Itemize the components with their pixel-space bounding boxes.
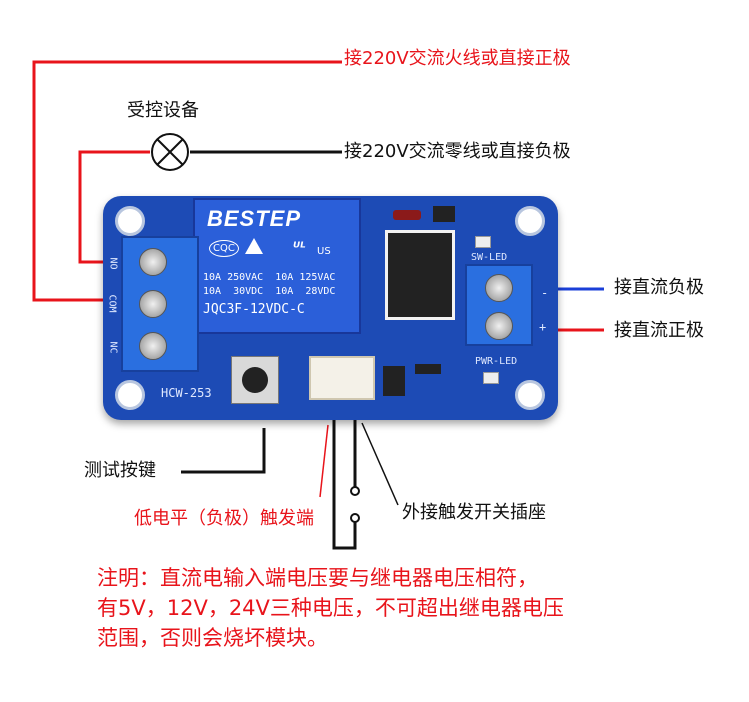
relay-brand: BESTEP [207,206,302,231]
terminal-screw-no[interactable] [139,248,167,276]
transistor [433,206,455,222]
switch-contact-top [350,486,360,496]
model-label: HCW-253 [161,386,212,400]
external-switch-socket-label: 外接触发开关插座 [402,502,546,523]
test-push-button[interactable] [231,356,279,404]
neutral-line-label: 接220V交流零线或直接负极 [344,141,571,162]
ul-mark-icon: ᵁᴸ [293,240,306,256]
terminal-label-com: COM [106,294,118,313]
relay-rating-2: 10A 30VDC 10A 28VDC [203,286,336,297]
relay-terminal-block [121,236,199,372]
trigger-pointer [319,424,329,498]
relay-model: JQC3F-12VDC-C [203,302,305,317]
relay-rating-1: 10A 250VAC 10A 125VAC [203,272,336,283]
test-button-label: 测试按键 [84,460,156,481]
dc-plus-label: + [539,320,547,334]
terminal-label-no: NO [107,257,119,270]
low-level-trigger-label: 低电平（负极）触发端 [134,508,314,529]
warning-icon [245,238,263,254]
mounting-hole [115,206,145,236]
pwr-led-label: PWR-LED [475,356,518,367]
lamp-symbol [151,133,189,171]
usage-note-line-3: 范围，否则会烧坏模块。 [97,626,328,650]
terminal-screw-nc[interactable] [139,332,167,360]
trigger-connector[interactable] [309,356,375,400]
terminal-screw-com[interactable] [139,290,167,318]
sw-led-label: SW-LED [471,252,508,263]
terminal-label-nc: NC [107,341,119,354]
mounting-hole [515,380,545,410]
diode [393,210,421,220]
usage-note-line-1: 注明：直流电输入端电压要与继电器电压相符， [97,566,538,590]
sw-led [475,236,491,248]
ic-chip [385,230,455,320]
relay: BESTEP CQC ᵁᴸ US 10A 250VAC 10A 125VAC 1… [193,198,361,334]
trigger-wire-left [332,420,357,550]
mounting-hole [115,380,145,410]
live-line-label: 接220V交流火线或直接正极 [344,48,571,69]
switch-contact-bottom [350,513,360,523]
pwr-led [483,372,499,384]
dc-screw-negative[interactable] [485,274,513,302]
dc-terminal-block [465,264,533,346]
dc-negative-label: 接直流负极 [614,277,704,298]
voltage-regulator [383,366,405,396]
dc-minus-label: - [541,286,549,300]
resistor [415,364,441,374]
relay-cert-cqc: CQC [209,240,239,257]
live-wire [32,60,342,302]
dc-positive-label: 接直流正极 [614,320,704,341]
socket-pointer [361,422,399,506]
dc-screw-positive[interactable] [485,312,513,340]
controlled-device-label: 受控设备 [127,100,199,121]
usage-note-line-2: 有5V，12V，24V三种电压，不可超出继电器电压 [97,596,564,620]
mounting-hole [515,206,545,236]
test-button-cap[interactable] [242,367,268,393]
test-button-pointer [181,428,266,474]
relay-module-board: BESTEP CQC ᵁᴸ US 10A 250VAC 10A 125VAC 1… [103,196,558,420]
usage-note: 注明：直流电输入端电压要与继电器电压相符， 有5V，12V，24V三种电压，不可… [97,563,697,653]
relay-cert-ul: US [317,246,331,257]
